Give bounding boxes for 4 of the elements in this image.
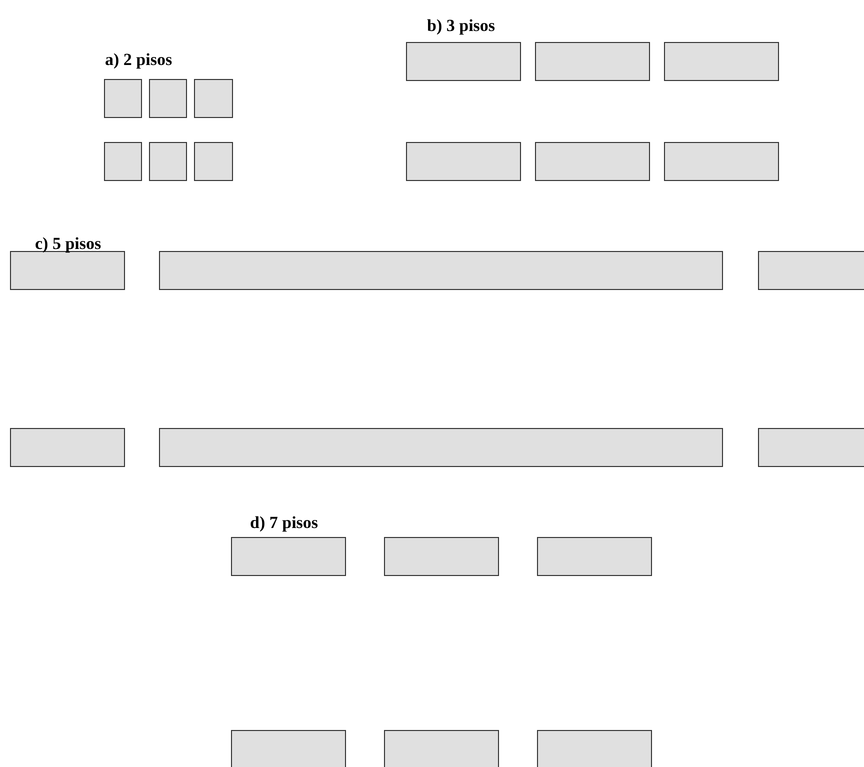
plan-label: c) 5 pisos [35,234,102,254]
plan-label: a) 2 pisos [105,50,172,70]
plan-label: b) 3 pisos [427,16,496,36]
plan-label: d) 7 pisos [250,513,318,533]
